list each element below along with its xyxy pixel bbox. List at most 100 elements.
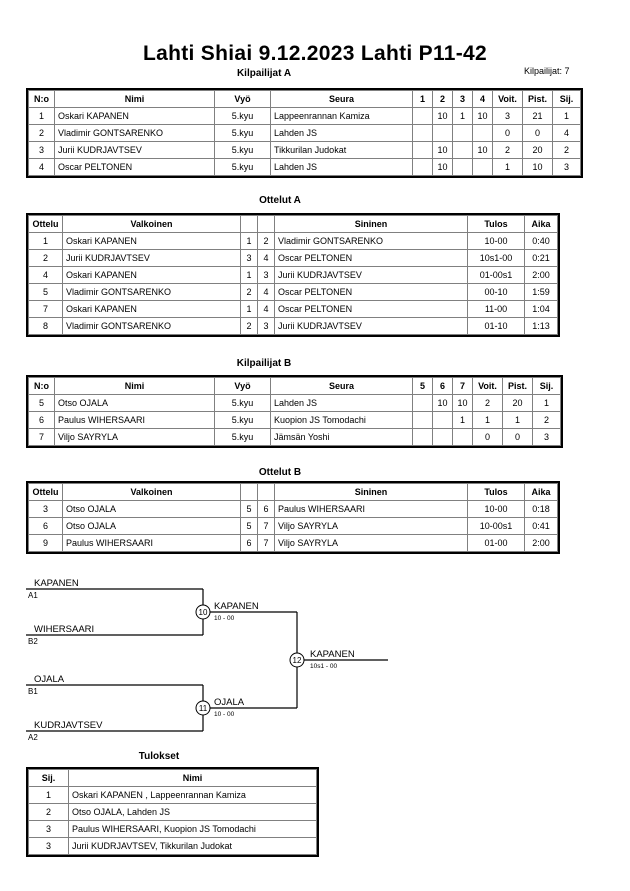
th-col-4: 4	[472, 90, 493, 108]
th-points: Pist.	[502, 377, 533, 395]
cell-result: 01-00s1	[467, 266, 525, 284]
cell-points: 10	[522, 158, 553, 176]
caption-matches-a: Ottelut A	[259, 195, 301, 206]
th-name: Nimi	[68, 769, 317, 787]
cell-white: Vladimir GONTSARENKO	[62, 283, 241, 301]
cell-white-seed: 2	[240, 317, 258, 335]
th-club: Seura	[270, 90, 413, 108]
cell-name: Jurii KUDRJAVTSEV	[54, 141, 215, 159]
th-blue-seed	[257, 215, 275, 233]
th-col-3: 3	[452, 90, 473, 108]
cell-name: Oskari KAPANEN , Lappeenrannan Kamiza	[68, 786, 317, 804]
bracket-semifinal-winner: KAPANEN	[214, 601, 259, 612]
cell-time: 1:04	[524, 300, 558, 318]
cell-name: Otso OJALA, Lahden JS	[68, 803, 317, 821]
cell-no: 6	[28, 411, 55, 429]
cell-blue-seed: 6	[257, 500, 275, 518]
cell-score	[432, 124, 453, 142]
cell-score: 1	[452, 411, 473, 429]
cell-rank: 2	[532, 411, 561, 429]
cell-name: Oskari KAPANEN	[54, 107, 215, 125]
th-white-seed	[240, 215, 258, 233]
table-row: 3 Jurii KUDRJAVTSEV, Tikkurilan Judokat	[28, 837, 317, 855]
cell-name: Otso OJALA	[54, 394, 215, 412]
th-white-seed	[240, 483, 258, 501]
caption-pool-a: Kilpailijat A	[236, 68, 292, 79]
th-blue: Sininen	[274, 483, 468, 501]
cell-name: Viljo SAYRYLA	[54, 428, 215, 446]
cell-score	[412, 107, 433, 125]
cell-wins: 1	[492, 158, 523, 176]
cell-points: 0	[522, 124, 553, 142]
bracket-entry-seed: B1	[28, 687, 38, 696]
th-rank: Sij.	[532, 377, 561, 395]
cell-time: 2:00	[524, 266, 558, 284]
bracket-match-number: 12	[293, 656, 302, 665]
cell-time: 0:21	[524, 249, 558, 267]
th-match: Ottelu	[28, 483, 63, 501]
bracket-entry-name: KAPANEN	[34, 578, 79, 589]
cell-time: 0:41	[524, 517, 558, 535]
cell-blue-seed: 7	[257, 517, 275, 535]
th-points: Pist.	[522, 90, 553, 108]
table-row: 1 Oskari KAPANEN 5.kyu Lappeenrannan Kam…	[28, 107, 581, 125]
cell-blue-seed: 4	[257, 283, 275, 301]
results-table: Sij. Nimi 1 Oskari KAPANEN , Lappeenrann…	[26, 767, 319, 857]
cell-time: 2:00	[524, 534, 558, 552]
cell-time: 1:13	[524, 317, 558, 335]
cell-score	[412, 411, 433, 429]
bracket-semifinal-winner: OJALA	[214, 697, 245, 708]
cell-white-seed: 1	[240, 232, 258, 250]
cell-blue: Oscar PELTONEN	[274, 283, 468, 301]
table-row: 4 Oskari KAPANEN 1 3 Jurii KUDRJAVTSEV 0…	[28, 266, 558, 284]
cell-no: 1	[28, 107, 55, 125]
cell-score: 10	[472, 107, 493, 125]
table-row: 2 Vladimir GONTSARENKO 5.kyu Lahden JS 0…	[28, 124, 581, 142]
th-white: Valkoinen	[62, 215, 241, 233]
cell-club: Jämsän Yoshi	[270, 428, 413, 446]
table-row: 1 Oskari KAPANEN , Lappeenrannan Kamiza	[28, 786, 317, 804]
table-row: 3 Paulus WIHERSAARI, Kuopion JS Tomodach…	[28, 820, 317, 838]
cell-club: Lahden JS	[270, 394, 413, 412]
cell-score	[452, 141, 473, 159]
cell-blue: Vladimir GONTSARENKO	[274, 232, 468, 250]
cell-rank: 1	[552, 107, 581, 125]
pool-a-table: N:o Nimi Vyö Seura 1 2 3 4 Voit. Pist. S…	[26, 88, 583, 178]
table-row: 4 Oscar PELTONEN 5.kyu Lahden JS 10 1 10…	[28, 158, 581, 176]
cell-belt: 5.kyu	[214, 394, 271, 412]
cell-blue: Jurii KUDRJAVTSEV	[274, 266, 468, 284]
bracket-entry-seed: A1	[28, 591, 38, 600]
cell-white-seed: 5	[240, 500, 258, 518]
cell-white: Oskari KAPANEN	[62, 300, 241, 318]
cell-blue: Viljo SAYRYLA	[274, 517, 468, 535]
pool-b-header-row: N:o Nimi Vyö Seura 5 6 7 Voit. Pist. Sij…	[28, 377, 561, 395]
th-rank: Sij.	[28, 769, 69, 787]
cell-white: Oskari KAPANEN	[62, 266, 241, 284]
cell-name: Oscar PELTONEN	[54, 158, 215, 176]
cell-no: 3	[28, 141, 55, 159]
cell-result: 10s1-00	[467, 249, 525, 267]
bracket-final-winner: KAPANEN	[310, 649, 355, 660]
th-club: Seura	[270, 377, 413, 395]
cell-result: 01-00	[467, 534, 525, 552]
cell-time: 0:40	[524, 232, 558, 250]
cell-match: 6	[28, 517, 63, 535]
th-wins: Voit.	[472, 377, 503, 395]
cell-no: 4	[28, 158, 55, 176]
cell-result: 01-10	[467, 317, 525, 335]
th-time: Aika	[524, 483, 558, 501]
th-result: Tulos	[467, 215, 525, 233]
cell-rank: 2	[28, 803, 69, 821]
cell-white-seed: 2	[240, 283, 258, 301]
table-row: 7 Oskari KAPANEN 1 4 Oscar PELTONEN 11-0…	[28, 300, 558, 318]
cell-blue: Jurii KUDRJAVTSEV	[274, 317, 468, 335]
bracket-entry-name: KUDRJAVTSEV	[34, 720, 103, 731]
cell-white: Oskari KAPANEN	[62, 232, 241, 250]
cell-result: 10-00s1	[467, 517, 525, 535]
cell-wins: 2	[492, 141, 523, 159]
cell-result: 10-00	[467, 232, 525, 250]
cell-score	[412, 124, 433, 142]
bracket-match-number: 10	[199, 608, 208, 617]
cell-score	[412, 394, 433, 412]
cell-match: 3	[28, 500, 63, 518]
